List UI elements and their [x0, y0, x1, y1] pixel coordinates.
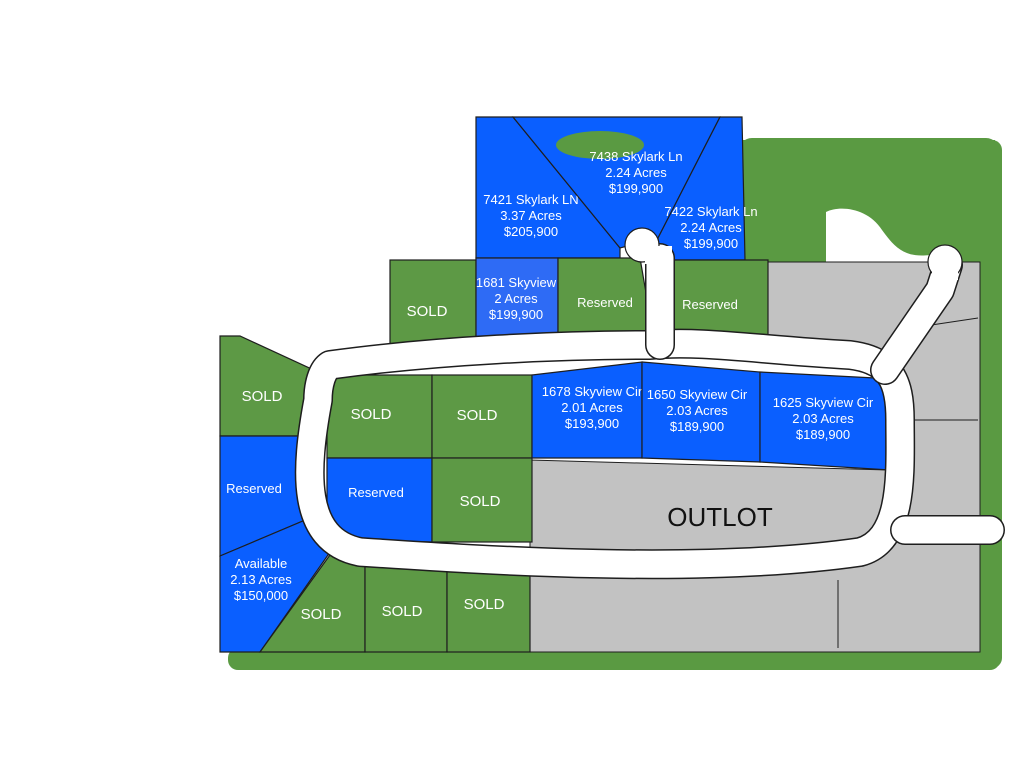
lot-1625-address: 1625 Skyview Cir — [773, 395, 874, 410]
lot-7422[interactable]: 7422 Skylark Ln 2.24 Acres $199,900 — [657, 116, 758, 261]
lot-7438[interactable]: 7438 Skylark Ln 2.24 Acres $199,900 — [511, 116, 721, 249]
lot-1678-price: $193,900 — [565, 416, 619, 431]
sold-label: SOLD — [407, 303, 448, 320]
lot-1650-acres: 2.03 Acres — [666, 403, 728, 418]
lot-sold-4[interactable]: SOLD — [364, 559, 448, 653]
reserved-label: Reserved — [226, 481, 282, 496]
sold-label: SOLD — [301, 606, 342, 623]
lot-1625-acres: 2.03 Acres — [792, 411, 854, 426]
lot-1681-acres: 2 Acres — [494, 291, 538, 306]
lot-7421[interactable]: 7421 Skylark LN 3.37 Acres $205,900 — [475, 116, 621, 259]
lot-7422-price: $199,900 — [684, 236, 738, 251]
lot-7421-address: 7421 Skylark LN — [483, 192, 578, 207]
lot-available-acres: 2.13 Acres — [230, 572, 292, 587]
tree-border — [228, 131, 1002, 670]
reserved-label: Reserved — [348, 485, 404, 500]
lot-7422-address: 7422 Skylark Ln — [664, 204, 757, 219]
lot-available-price: $150,000 — [234, 588, 288, 603]
lot-1625-price: $189,900 — [796, 427, 850, 442]
outlot-label: OUTLOT — [667, 502, 773, 532]
lot-sold-8[interactable]: SOLD — [431, 457, 533, 543]
reserved-label: Reserved — [577, 295, 633, 310]
lot-available[interactable]: Available 2.13 Acres $150,000 — [219, 517, 336, 653]
lot-7438-address: 7438 Skylark Ln — [589, 149, 682, 164]
road-network — [294, 227, 1005, 580]
sold-label: SOLD — [457, 407, 498, 424]
lot-1650-address: 1650 Skyview Cir — [647, 387, 748, 402]
reserved-label: Reserved — [682, 297, 738, 312]
lot-1678-address: 1678 Skyview Cir — [542, 384, 643, 399]
sold-label: SOLD — [460, 493, 501, 510]
lot-7421-price: $205,900 — [504, 224, 558, 239]
lot-1650-price: $189,900 — [670, 419, 724, 434]
lot-7421-acres: 3.37 Acres — [500, 208, 562, 223]
sold-label: SOLD — [242, 388, 283, 405]
lot-1681-address: 1681 Skyview — [476, 275, 557, 290]
lot-1650[interactable]: 1650 Skyview Cir 2.03 Acres $189,900 — [641, 361, 761, 463]
sold-label: SOLD — [464, 596, 505, 613]
sold-label: SOLD — [382, 603, 423, 620]
sold-label: SOLD — [351, 406, 392, 423]
lot-available-status: Available — [235, 556, 288, 571]
lot-1678[interactable]: 1678 Skyview Cir 2.01 Acres $193,900 — [531, 361, 643, 459]
lot-7422-acres: 2.24 Acres — [680, 220, 742, 235]
lot-1681-price: $199,900 — [489, 307, 543, 322]
lot-1625[interactable]: 1625 Skyview Cir 2.03 Acres $189,900 — [759, 371, 891, 471]
lot-reserved-1[interactable]: Reserved — [557, 257, 656, 351]
lot-sold-6[interactable]: SOLD — [326, 374, 433, 459]
lot-sold-7[interactable]: SOLD — [431, 374, 533, 459]
lot-7438-acres: 2.24 Acres — [605, 165, 667, 180]
lot-7438-price: $199,900 — [609, 181, 663, 196]
lot-1678-acres: 2.01 Acres — [561, 400, 623, 415]
